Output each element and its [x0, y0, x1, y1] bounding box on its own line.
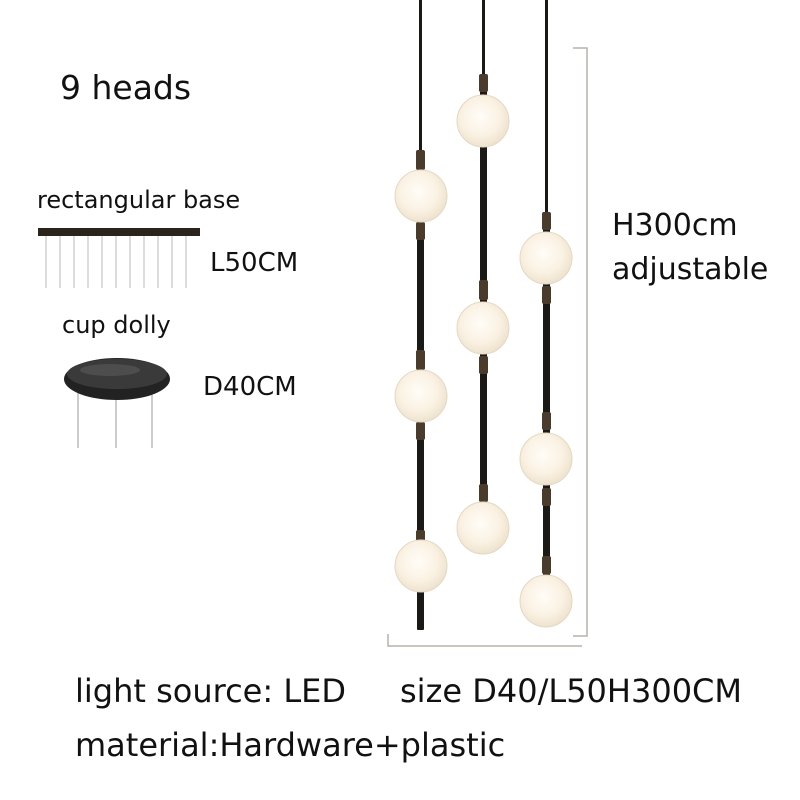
height-value: H300cm	[612, 208, 738, 243]
light-source-spec: light source: LED	[75, 672, 346, 710]
globe-right-2	[519, 432, 573, 486]
left-cable	[419, 0, 422, 150]
height-note: adjustable	[612, 252, 769, 287]
globe-left-3	[394, 539, 448, 593]
rectangular-base-size: L50CM	[210, 248, 299, 278]
heads-count-label: 9 heads	[60, 68, 192, 107]
cup-dolly-cables	[77, 392, 153, 448]
globe-right-3	[519, 574, 573, 628]
cup-dolly-label: cup dolly	[62, 311, 171, 339]
middle-cable	[482, 0, 485, 75]
rectangular-canopy	[38, 228, 200, 236]
rectangular-base-label: rectangular base	[37, 186, 241, 214]
material-spec: material:Hardware+plastic	[75, 726, 506, 764]
rectangular-base-cables	[45, 236, 187, 288]
right-cable	[545, 0, 548, 212]
cup-dolly-size: D40CM	[203, 372, 297, 402]
globe-left-1	[394, 169, 448, 223]
globe-middle-2	[456, 301, 510, 355]
size-spec: size D40/L50H300CM	[400, 672, 742, 710]
height-dimension-bracket	[573, 47, 588, 637]
globe-middle-3	[456, 501, 510, 555]
globe-right-1	[519, 231, 573, 285]
bottom-dimension-line	[387, 634, 582, 647]
globe-middle-1	[456, 94, 510, 148]
globe-left-2	[394, 369, 448, 423]
